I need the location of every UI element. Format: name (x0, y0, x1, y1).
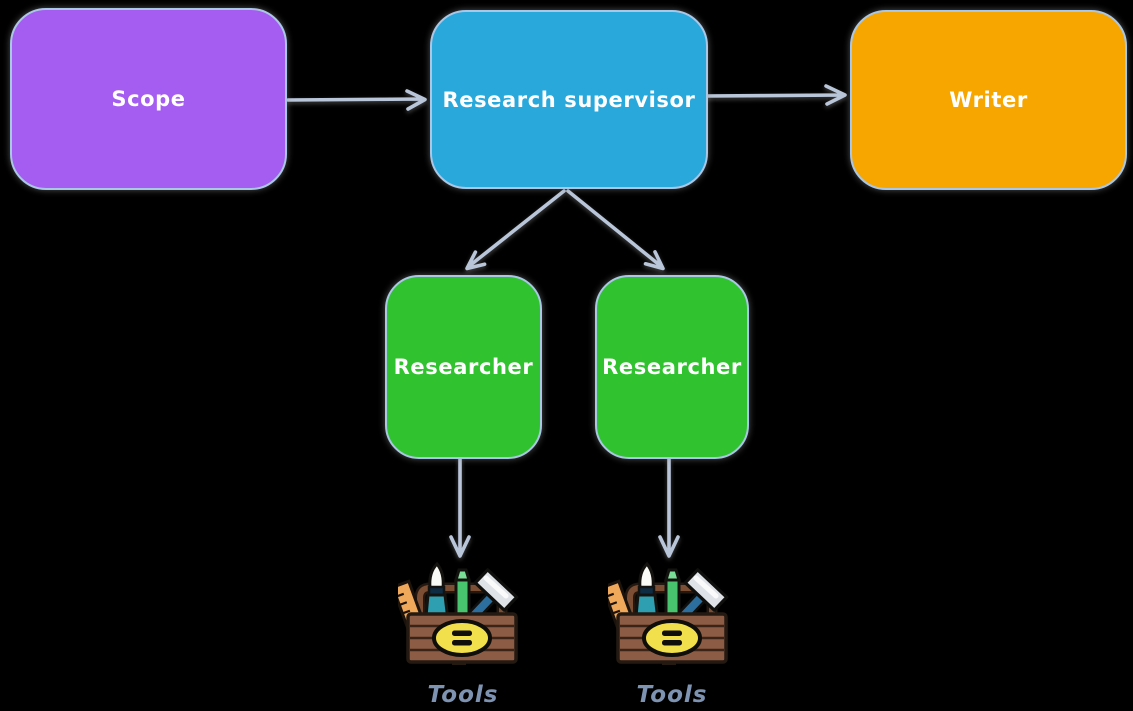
node-research-supervisor: Research supervisor (430, 10, 708, 189)
edge-researcher-1-to-toolbox-1 (449, 456, 471, 558)
node-researcher-2-label: Researcher (602, 355, 742, 379)
node-writer: Writer (850, 10, 1127, 190)
edge-researcher-2-to-toolbox-2 (658, 456, 680, 558)
edge-scope-to-supervisor (286, 89, 427, 111)
node-researcher-1: Researcher (385, 275, 542, 459)
edge-supervisor-to-researcher-2 (566, 189, 665, 271)
node-scope-label: Scope (111, 87, 186, 111)
toolbox-caption: Tools (636, 682, 708, 708)
node-scope: Scope (10, 8, 287, 190)
node-researcher-2: Researcher (595, 275, 749, 459)
toolbox-icon (398, 561, 524, 667)
edge-supervisor-to-researcher-1 (465, 189, 566, 271)
edge-supervisor-to-writer (704, 84, 847, 106)
toolbox-icon (608, 561, 734, 667)
node-writer-label: Writer (949, 88, 1028, 112)
node-researcher-1-label: Researcher (393, 355, 534, 379)
node-research-supervisor-label: Research supervisor (442, 87, 696, 112)
toolbox-caption: Tools (427, 682, 499, 708)
